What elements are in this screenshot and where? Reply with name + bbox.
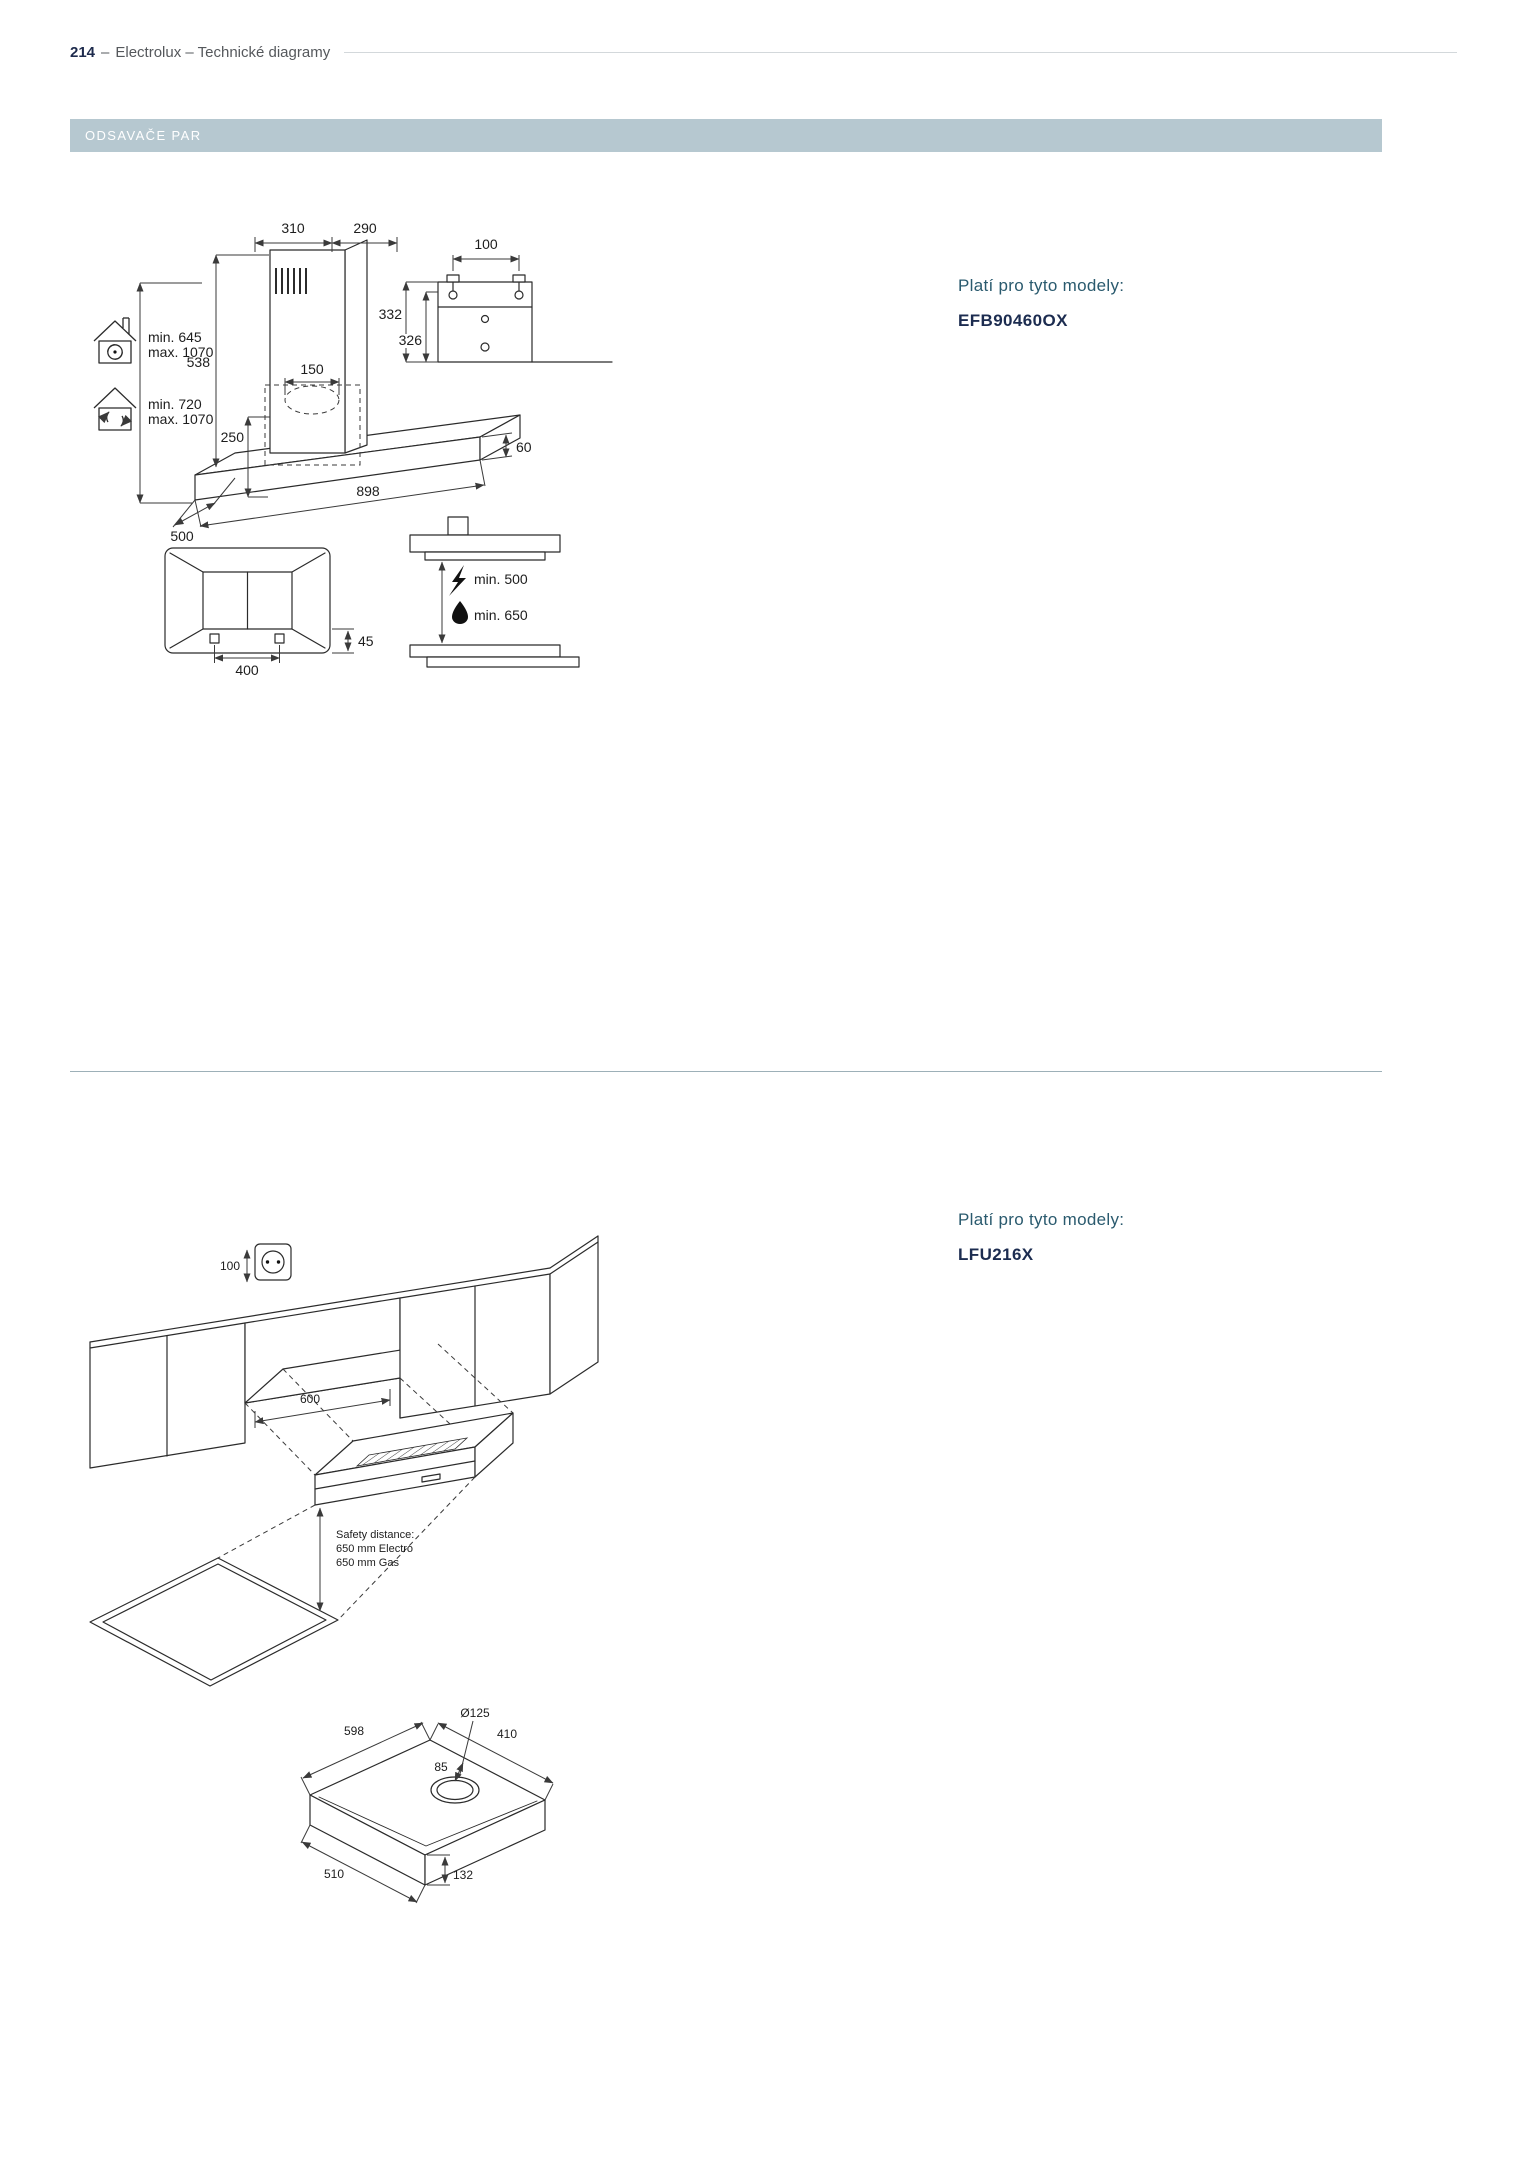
dim-898-label: 898 bbox=[356, 483, 380, 499]
dim-132: 132 bbox=[427, 1854, 473, 1886]
control-switch bbox=[421, 1473, 441, 1483]
dim-150: 150 bbox=[284, 361, 340, 395]
height-range-dim bbox=[136, 282, 202, 504]
hood-detail-drawing bbox=[309, 1739, 546, 1886]
model-info-1: Platí pro tyto modely: EFB90460OX bbox=[958, 276, 1318, 331]
vent-grille bbox=[275, 268, 307, 294]
page-header-title: Electrolux – Technické diagramy bbox=[115, 44, 331, 61]
dim-310-290: 310 290 bbox=[254, 220, 398, 252]
dim-250-label: 250 bbox=[221, 429, 245, 445]
dim-45-label: 45 bbox=[358, 633, 374, 649]
kitchen-cabinets-drawing bbox=[89, 1235, 599, 1469]
dim-538: 538 bbox=[187, 254, 269, 468]
power-socket-icon bbox=[254, 1243, 292, 1281]
dim-45: 45 bbox=[332, 628, 374, 654]
top-view-drawing bbox=[164, 547, 331, 654]
section-divider bbox=[70, 1071, 1382, 1072]
cooktop-drawing bbox=[89, 1557, 339, 1687]
model-info-2: Platí pro tyto modely: LFU216X bbox=[958, 1210, 1318, 1265]
dim-332-326: 332 326 bbox=[379, 281, 438, 363]
grease-filter-grille bbox=[355, 1437, 469, 1467]
section-header: ODSAVAČE PAR bbox=[70, 119, 1382, 152]
hob-alignment-lines bbox=[217, 1476, 476, 1621]
page-header: 214 – Electrolux – Technické diagramy bbox=[70, 44, 1457, 61]
hood-unit-drawing bbox=[314, 1412, 514, 1506]
hood-diagram-efb90460ox: 310 290 100 332 bbox=[93, 220, 613, 678]
model-number-2: LFU216X bbox=[958, 1245, 1034, 1264]
clearance-electric-label: min. 500 bbox=[474, 571, 528, 587]
lightning-icon bbox=[449, 565, 466, 596]
wall-bracket-drawing bbox=[437, 274, 613, 363]
dim-recirc-max-label: max. 1070 bbox=[148, 411, 214, 427]
page-header-separator: – bbox=[101, 44, 110, 61]
dim-85: 85 bbox=[434, 1760, 464, 1782]
dim-400: 400 bbox=[214, 645, 280, 678]
dim-538-label: 538 bbox=[187, 354, 211, 370]
dim-132-label: 132 bbox=[453, 1868, 473, 1882]
section-title: ODSAVAČE PAR bbox=[85, 128, 202, 143]
dim-510: 510 bbox=[300, 1824, 426, 1904]
dim-310-label: 310 bbox=[281, 220, 305, 236]
safety-distance-dim: Safety distance: 650 mm Electro 650 mm G… bbox=[316, 1507, 414, 1612]
safety-gas-label: 650 mm Gas bbox=[336, 1557, 399, 1569]
safety-electric-label: 650 mm Electro bbox=[336, 1543, 413, 1555]
dim-socket-100: 100 bbox=[220, 1249, 251, 1283]
hood-diagram-lfu216x: 100 600 bbox=[89, 1235, 599, 1904]
dim-100-label: 100 bbox=[474, 236, 498, 252]
clearance-drawing: min. 500 min. 650 bbox=[409, 516, 580, 668]
dim-exhaust-min-label: min. 645 bbox=[148, 329, 202, 345]
dim-exhaust-max-label: max. 1070 bbox=[148, 344, 214, 360]
dim-recirc-min-label: min. 720 bbox=[148, 396, 202, 412]
chimney-drawing bbox=[269, 239, 368, 454]
dim-150-label: 150 bbox=[300, 361, 324, 377]
safety-title-label: Safety distance: bbox=[336, 1529, 414, 1541]
dim-60: 60 bbox=[481, 432, 532, 461]
dim-410-label: 410 bbox=[497, 1727, 517, 1741]
model-number-1: EFB90460OX bbox=[958, 311, 1068, 330]
dim-598-label: 598 bbox=[344, 1724, 364, 1738]
clearance-gas-label: min. 650 bbox=[474, 607, 528, 623]
page-number: 214 bbox=[70, 44, 96, 61]
exhaust-house-icon bbox=[93, 317, 137, 364]
dim-510-label: 510 bbox=[324, 1867, 344, 1881]
flame-icon bbox=[452, 601, 468, 624]
dim-598: 598 bbox=[300, 1721, 431, 1796]
dim-332-label: 332 bbox=[379, 306, 403, 322]
dim-326-label: 326 bbox=[399, 332, 423, 348]
dim-400-label: 400 bbox=[235, 662, 259, 678]
dim-290-label: 290 bbox=[353, 220, 377, 236]
dim-600-label: 600 bbox=[300, 1392, 320, 1406]
dim-500-label: 500 bbox=[170, 528, 194, 544]
dim-600: 600 bbox=[254, 1389, 391, 1428]
dim-410: 410 bbox=[429, 1722, 554, 1801]
dim-socket-100-label: 100 bbox=[220, 1259, 240, 1273]
dim-85-label: 85 bbox=[434, 1760, 448, 1774]
recirculation-house-icon bbox=[93, 387, 137, 431]
dim-500: 500 bbox=[170, 477, 236, 544]
dim-125-label: Ø125 bbox=[460, 1706, 490, 1720]
header-rule bbox=[344, 52, 1457, 53]
dim-100: 100 bbox=[452, 236, 520, 271]
models-applies-label-1: Platí pro tyto modely: bbox=[958, 276, 1125, 295]
models-applies-label-2: Platí pro tyto modely: bbox=[958, 1210, 1125, 1229]
dim-60-label: 60 bbox=[516, 439, 532, 455]
